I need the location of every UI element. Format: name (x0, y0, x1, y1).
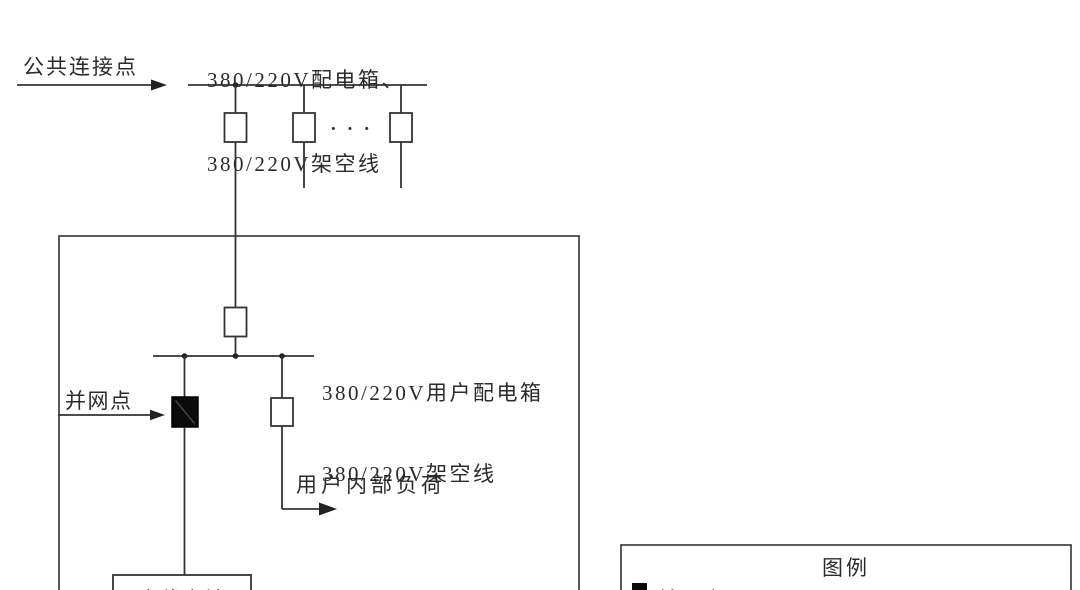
grid-bus-label-line2: 380/220V架空线 (207, 152, 382, 176)
user-bus-dot-2 (232, 353, 239, 359)
user-entry-breaker (223, 306, 248, 338)
pv-source-box-label: 光伏电站 (113, 584, 251, 590)
poi-label: 并网点 (65, 389, 133, 413)
poi-arrowhead-icon (150, 409, 165, 421)
user-bus-label: 380/220V用户配电箱 380/220V架空线 (322, 326, 544, 542)
user-bus-label-line2: 380/220V架空线 (322, 462, 497, 486)
internal-load-label: 用户内部负荷 (296, 473, 446, 497)
poi-switch-diagonal (174, 400, 196, 424)
legend-box (620, 544, 1072, 590)
pv-source-box (112, 574, 252, 590)
grid-bus-label: 380/220V配电箱、 380/220V架空线 (207, 10, 405, 234)
load-breaker (270, 397, 294, 427)
grid-bus-label-line1: 380/220V配电箱、 (207, 68, 405, 92)
load-arrowhead-icon (319, 502, 337, 516)
user-bus-label-line1: 380/220V用户配电箱 (322, 381, 544, 405)
legend-title: 图例 (822, 556, 870, 580)
legend-item-label: 并网点 (657, 584, 726, 590)
legend-black-square-icon (632, 583, 647, 590)
user-premises-boundary (58, 235, 580, 590)
pcc-label: 公共连接点 (23, 55, 138, 79)
pcc-arrowhead-icon (151, 79, 167, 91)
more-feeders-ellipsis: ··· (329, 114, 379, 143)
